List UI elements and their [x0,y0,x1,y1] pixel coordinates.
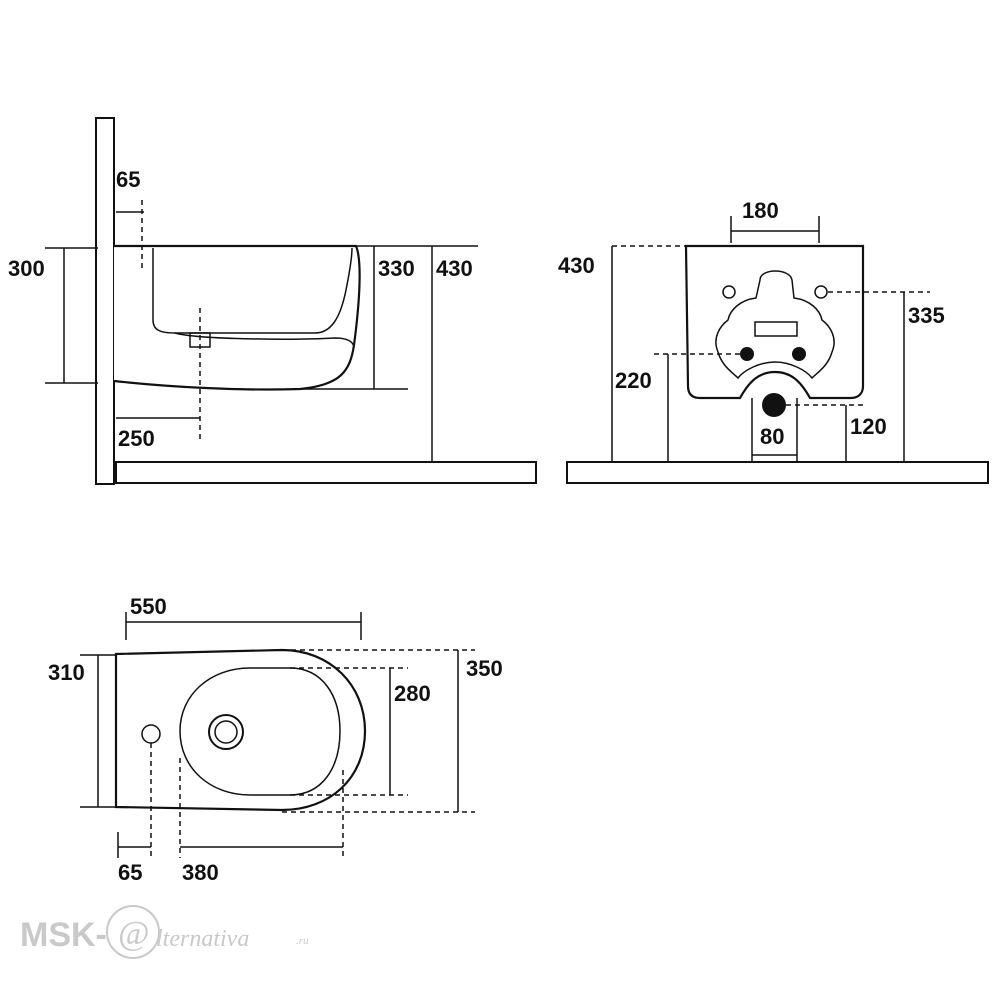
top-drain-outer [208,714,244,750]
top-drain-inner [214,720,238,744]
side-view: 65 300 330 430 250 [8,117,537,485]
watermark-prefix: MSK- [20,916,107,954]
side-dim-total-height: 430 [436,256,473,281]
supply-hole-right [792,347,806,361]
top-dim-total-width: 350 [466,656,503,681]
rear-dim-bolt-height: 335 [908,303,945,328]
top-dim-body-width: 310 [48,660,85,685]
rear-bracket-slot [754,321,798,337]
rear-dim-total-height: 430 [558,253,595,278]
watermark-circle [106,905,160,959]
rear-dim-supply-height: 220 [615,368,652,393]
top-view: 550 310 280 350 65 380 [48,594,503,885]
watermark-domain: .ru [296,935,309,947]
side-dim-wall-offset: 65 [116,167,140,192]
rear-dim-bolt-spacing: 180 [742,198,779,223]
watermark-symbol: @ [118,915,149,952]
wall [95,117,115,485]
top-dim-bowl-length: 380 [182,860,219,885]
rear-dim-waste-width: 80 [760,424,784,449]
watermark-suffix: lternativa [156,926,249,952]
watermark: MSK- @ lternativa .ru [20,905,309,959]
side-dim-bowl-height: 330 [378,256,415,281]
side-bowl-inner [152,247,353,334]
rear-view: 180 430 335 220 120 80 [558,198,989,484]
floor-rear [566,461,989,484]
floor [115,461,537,484]
top-dim-tap-offset: 65 [118,860,142,885]
rear-recess [715,270,835,380]
side-dim-fixing-height: 300 [8,256,45,281]
fixing-hole-right [814,285,828,299]
top-dim-bowl-width: 280 [394,681,431,706]
top-dim-length: 550 [130,594,167,619]
rear-dim-waste-height: 120 [850,414,887,439]
fixing-hole-left [722,285,736,299]
waste-outlet [762,393,786,417]
side-bidet-outline [113,244,361,391]
supply-hole-left [740,347,754,361]
side-dim-waste-offset: 250 [118,426,155,451]
top-bidet-outline [114,648,367,812]
